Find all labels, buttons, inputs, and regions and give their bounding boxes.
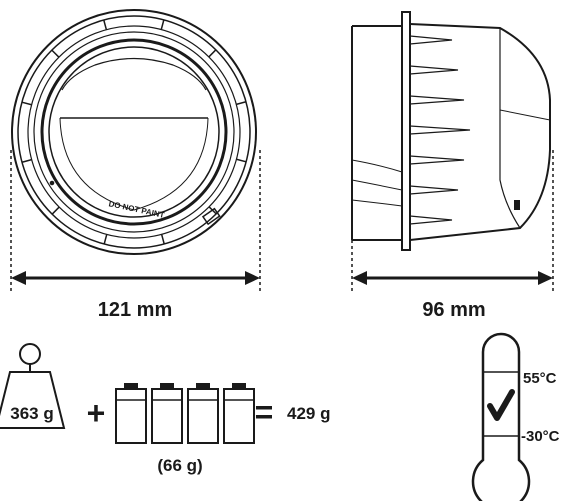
front-width-dimension (10, 150, 261, 292)
weight-hook-ring (19, 343, 41, 365)
thermometer-icon (471, 332, 531, 501)
side-back-body (351, 25, 402, 241)
arrow-left-icon (11, 271, 26, 285)
battery-icon (223, 383, 255, 444)
rim-notch (21, 158, 32, 163)
arrow-right-icon (538, 271, 553, 285)
side-flange-plate (401, 11, 411, 251)
front-lock-tab (201, 207, 221, 226)
front-width-label: 121 mm (98, 299, 173, 321)
side-depth-label: 96 mm (422, 299, 485, 321)
side-indicator (514, 200, 520, 210)
batteries-group (115, 383, 255, 444)
rim-notches (21, 19, 247, 245)
battery-terminal (232, 383, 246, 390)
front-lens-window-top (61, 57, 207, 91)
side-depth-dimension (351, 150, 554, 292)
max-temperature-label: 55°C (523, 370, 557, 387)
battery-body (115, 388, 147, 444)
side-fins (409, 35, 471, 225)
front-dome-outer (40, 38, 228, 226)
battery-icon (151, 383, 183, 444)
rim-notch (21, 101, 32, 106)
battery-icon (187, 383, 219, 444)
front-flange-inner-ring (33, 31, 235, 233)
side-fin (409, 35, 453, 45)
front-dome-inner (48, 46, 220, 218)
front-lens-lower (59, 117, 209, 211)
arrow-right-icon (245, 271, 260, 285)
side-dome-curve (499, 109, 551, 121)
battery-body (223, 388, 255, 444)
rim-notch (103, 234, 108, 245)
front-view (11, 9, 257, 255)
batteries-weight-label: (66 g) (157, 456, 202, 475)
weight-body (0, 371, 66, 429)
battery-terminal (160, 383, 174, 390)
rim-notch (103, 19, 108, 30)
side-body-shading (351, 159, 403, 207)
side-fin (409, 155, 465, 165)
rim-notch (51, 49, 60, 58)
device-weight-label: 363 g (10, 404, 53, 423)
checkmark-icon (487, 389, 515, 421)
battery-body (151, 388, 183, 444)
battery-body (187, 388, 219, 444)
rim-notch (208, 49, 217, 58)
side-fin (409, 125, 471, 135)
total-weight-label: 429 g (287, 404, 330, 423)
plus-sign: + (87, 395, 106, 431)
front-screw-dot (49, 180, 55, 186)
side-fin (409, 215, 453, 225)
weight-icon (0, 343, 66, 429)
side-view (351, 11, 551, 251)
front-rim-ring (17, 15, 251, 249)
battery-icon (115, 383, 147, 444)
thermometer-outline (471, 332, 531, 501)
equals-sign: = (255, 394, 274, 430)
side-fin (409, 95, 465, 105)
rim-notch (236, 158, 247, 163)
front-outer-rim (11, 9, 257, 255)
rim-notch (160, 19, 165, 30)
battery-terminal (124, 383, 138, 390)
side-fin (409, 65, 459, 75)
side-dome-seam (499, 28, 521, 229)
min-temperature-label: -30°C (521, 428, 560, 445)
battery-terminal (196, 383, 210, 390)
rim-notch (236, 101, 247, 106)
rim-notch (51, 206, 60, 215)
front-flange-ring (27, 25, 241, 239)
arrow-left-icon (352, 271, 367, 285)
side-fin (409, 185, 459, 195)
rim-notch (160, 234, 165, 245)
side-dome-profile (409, 23, 551, 241)
